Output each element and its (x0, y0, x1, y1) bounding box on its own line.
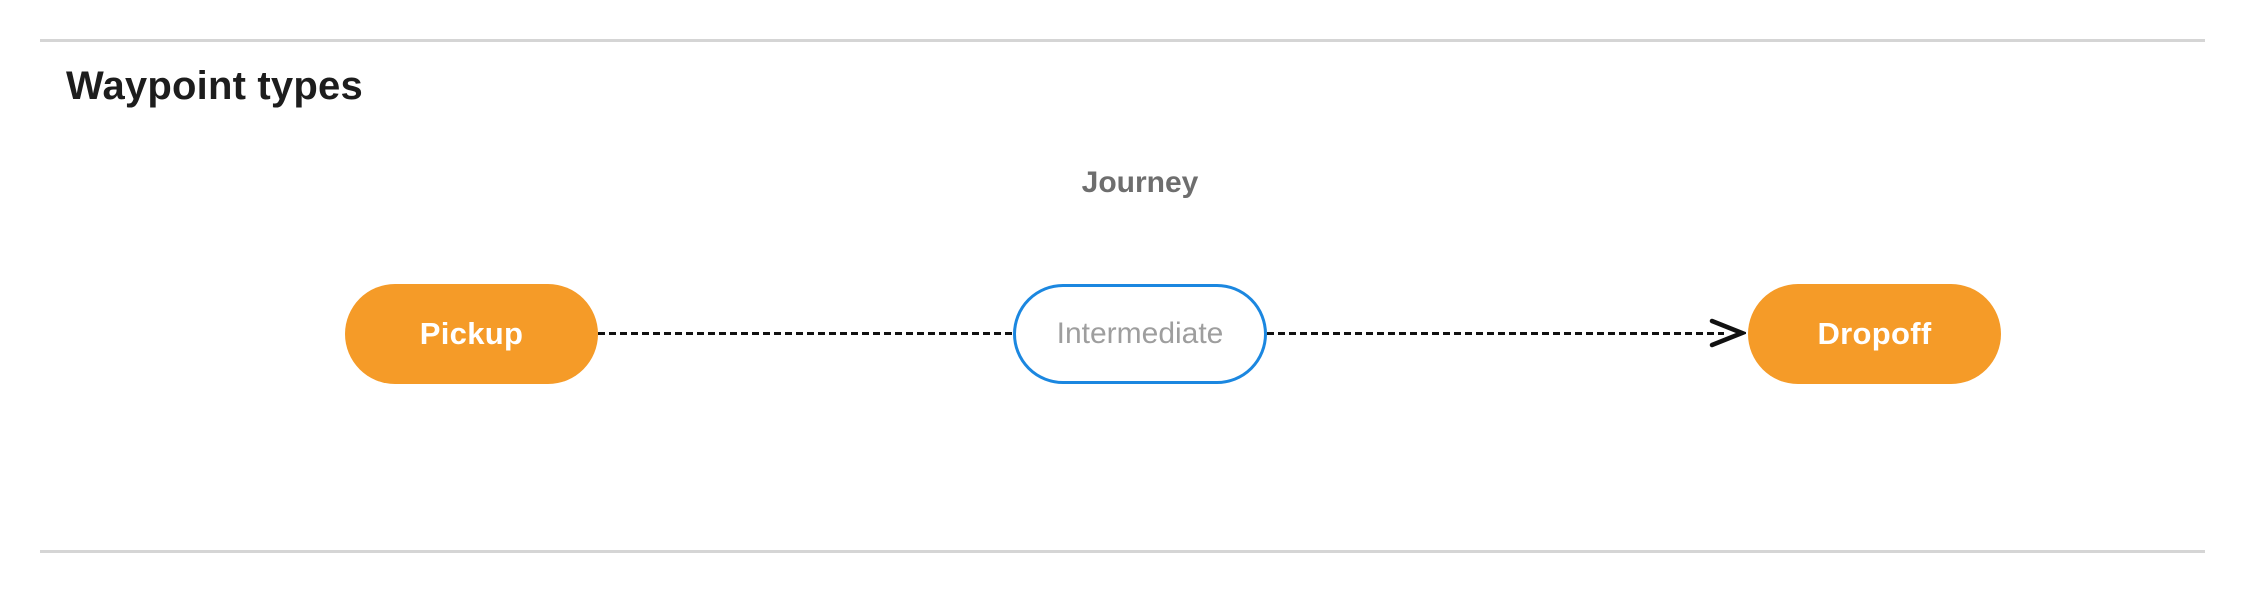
top-divider (40, 39, 2205, 42)
bottom-divider (40, 550, 2205, 553)
dashed-connector-intermediate-to-dropoff (1267, 332, 1724, 335)
node-pickup-label: Pickup (419, 316, 524, 351)
node-intermediate: Intermediate (1013, 284, 1267, 384)
arrowhead-right-icon (1709, 318, 1746, 348)
node-dropoff-label: Dropoff (1817, 316, 1932, 351)
journey-label: Journey (1081, 166, 1199, 199)
node-pickup: Pickup (345, 284, 598, 384)
page-title: Waypoint types (66, 64, 363, 108)
node-intermediate-label: Intermediate (1056, 317, 1224, 350)
node-dropoff: Dropoff (1748, 284, 2001, 384)
dashed-connector-pickup-to-intermediate (598, 332, 1013, 335)
